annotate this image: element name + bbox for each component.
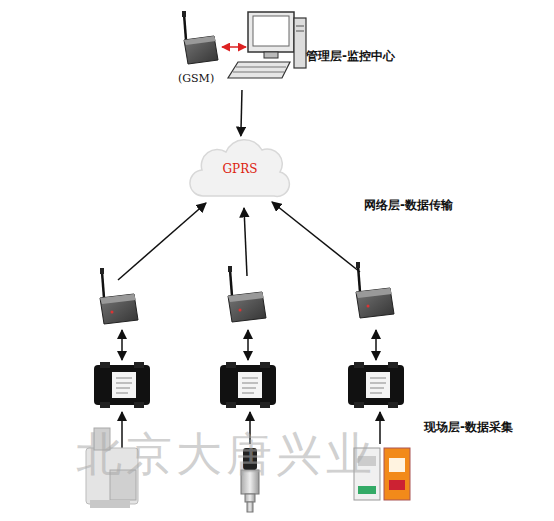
cloud-label: GPRS <box>188 162 292 176</box>
link-arrows <box>122 330 376 360</box>
modem-label: (GSM) <box>178 72 214 85</box>
monitoring-center: (GSM)管理层-监控中心 <box>178 6 308 90</box>
collector-boxes <box>94 362 404 408</box>
layer-heading: 管理层-监控中心 <box>306 48 395 65</box>
uplink-arrows <box>118 202 360 280</box>
watermark: 北京大唐兴业 <box>76 424 376 486</box>
network-cloud: GPRS <box>188 136 292 206</box>
layer-label: 网络层-数据传输 <box>364 197 453 214</box>
dtu-modules <box>100 262 394 324</box>
computer-illustration <box>182 11 306 78</box>
layer-label: 现场层-数据采集 <box>424 419 513 436</box>
connector-arrow <box>241 90 242 136</box>
